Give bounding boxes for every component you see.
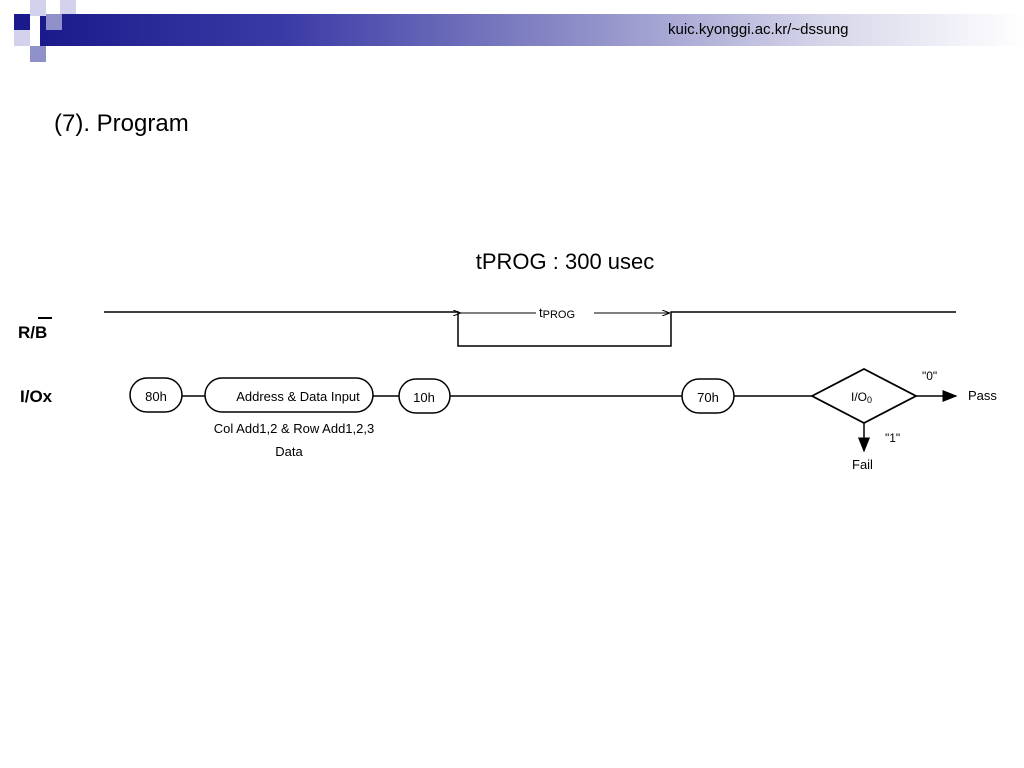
diagram-caption: tPROG : 300 usec xyxy=(476,249,655,274)
cmd-80h: 80h xyxy=(129,377,183,413)
slide-title: (7). Program xyxy=(54,110,189,137)
address-note-line2: Data xyxy=(275,444,303,459)
deco-square-light-2 xyxy=(14,30,30,46)
deco-square-dark xyxy=(14,14,30,30)
rb-waveform xyxy=(104,311,956,347)
fail-label: Fail xyxy=(852,457,873,472)
svg-text:Address & Data Input: Address & Data Input xyxy=(236,389,360,404)
address-note-line1: Col Add1,2 & Row Add1,2,3 xyxy=(214,421,374,436)
one-label: "1" xyxy=(885,431,900,445)
signal-label-io: I/Ox xyxy=(20,387,53,406)
cmd-70h: 70h xyxy=(681,378,735,414)
pass-label: Pass xyxy=(968,388,997,403)
svg-text:80h: 80h xyxy=(145,389,167,404)
cmd-10h: 10h xyxy=(398,378,451,414)
deco-square-light-3 xyxy=(60,0,76,14)
address-data-input: Address & Data Input xyxy=(204,377,374,413)
svg-text:70h: 70h xyxy=(697,390,719,405)
deco-square-mid-1 xyxy=(46,14,62,30)
svg-text:10h: 10h xyxy=(413,390,435,405)
site-url: kuic.kyonggi.ac.kr/~dssung xyxy=(668,21,849,38)
deco-square-mid-2 xyxy=(30,46,46,62)
tprog-label: tPROG xyxy=(539,305,575,321)
svg-text:I/O0: I/O0 xyxy=(851,390,872,405)
header-gradient-band xyxy=(40,14,1024,46)
signal-label-rb: R/B xyxy=(18,323,47,342)
io0-decision: I/O0 xyxy=(810,367,918,425)
deco-square-light-1 xyxy=(30,0,46,16)
zero-label: "0" xyxy=(922,369,937,383)
